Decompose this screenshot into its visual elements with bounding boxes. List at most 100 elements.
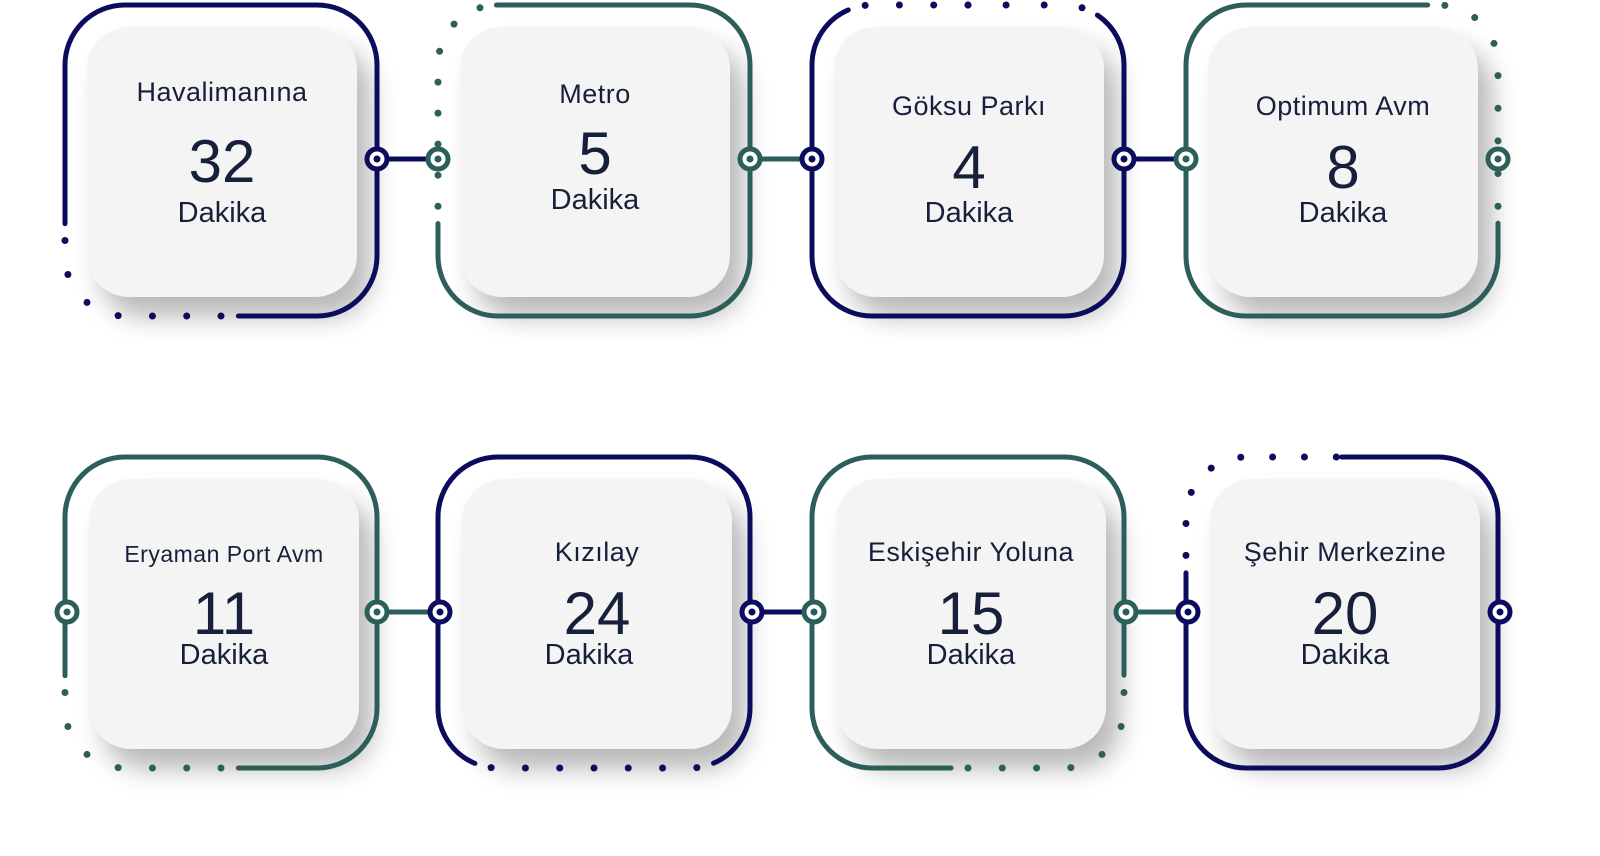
outline-dot <box>659 764 667 772</box>
outline-dot <box>61 237 69 245</box>
connector-node-center <box>373 608 381 616</box>
outline-dot <box>1441 1 1449 9</box>
outline-dot <box>114 764 122 772</box>
outline-dot <box>1494 202 1502 210</box>
outline-dot <box>83 298 91 306</box>
outline-dot <box>1269 453 1277 461</box>
connector-node-center <box>434 155 442 163</box>
connector-node-center <box>63 608 71 616</box>
connector-node-icon <box>1111 146 1137 172</box>
destination-minutes: 4 <box>952 134 986 201</box>
outline-dot <box>1098 750 1106 758</box>
outline-dot <box>114 312 122 320</box>
connector-node-center <box>748 608 756 616</box>
outline-dot <box>1040 1 1048 9</box>
outline-dot <box>148 312 156 320</box>
connector-node-center <box>1494 155 1502 163</box>
connector-node-center <box>1122 608 1130 616</box>
outline-dot <box>998 764 1006 772</box>
outline-dot <box>450 20 458 28</box>
outline-dot <box>1002 1 1010 9</box>
destination-unit: Dakika <box>1300 639 1390 671</box>
connector-node-center <box>746 155 754 163</box>
destination-unit: Dakika <box>544 639 634 671</box>
connector-node-icon <box>364 599 390 625</box>
outline-dot <box>436 47 444 55</box>
outline-dot <box>964 1 972 9</box>
outline-dot <box>1494 137 1502 145</box>
outline-dot <box>434 78 442 86</box>
connector-node-icon <box>801 599 827 625</box>
connector-node-icon <box>427 599 453 625</box>
outline-dot <box>434 109 442 117</box>
connector-node-center <box>1184 608 1192 616</box>
destination-card-goksu-parki: Göksu Parkı 4 Dakika <box>834 27 1104 297</box>
outline-dot <box>434 202 442 210</box>
destination-card-eryaman-port-avm: Eryaman Port Avm 11 Dakika <box>89 479 359 749</box>
destination-card-sehir-merkezine: Şehir Merkezine 20 Dakika <box>1210 479 1480 749</box>
outline-dot <box>1120 689 1128 697</box>
outline-dot <box>83 750 91 758</box>
outline-dot <box>861 1 869 9</box>
connector-node-icon <box>1113 599 1139 625</box>
outline-dot <box>521 764 529 772</box>
outline-dot <box>1187 488 1195 496</box>
outline-dot <box>895 1 903 9</box>
outline-dot <box>61 689 69 697</box>
connector-node-center <box>810 608 818 616</box>
destination-unit: Dakika <box>550 184 640 216</box>
outline-dot <box>1237 453 1245 461</box>
outline-dot <box>434 140 442 148</box>
destination-unit: Dakika <box>177 197 267 229</box>
destination-title: Optimum Avm <box>1255 91 1431 121</box>
outline-dot <box>1182 520 1190 528</box>
destination-minutes: 24 <box>563 580 631 647</box>
destination-card-metro: Metro 5 Dakika <box>460 27 730 297</box>
outline-dot <box>64 723 72 731</box>
outline-dot <box>1494 104 1502 112</box>
destination-unit: Dakika <box>926 639 1016 671</box>
connector-node-center <box>436 608 444 616</box>
outline-dot <box>217 312 225 320</box>
destination-minutes: 32 <box>188 128 256 195</box>
outline-dot <box>1117 723 1125 731</box>
connector-node-icon <box>1485 146 1511 172</box>
outline-dot <box>964 764 972 772</box>
outline-dot <box>476 4 484 12</box>
outline-dot <box>1078 4 1086 12</box>
outline-dot <box>1471 14 1479 22</box>
destination-unit: Dakika <box>179 639 269 671</box>
outline-dot <box>1207 464 1215 472</box>
destination-minutes: 8 <box>1326 134 1360 201</box>
destination-minutes: 20 <box>1311 580 1379 647</box>
outline-dot <box>487 764 495 772</box>
destination-title: Havalimanına <box>136 77 308 107</box>
destination-minutes: 5 <box>578 120 612 187</box>
connector-node-center <box>808 155 816 163</box>
outline-dot <box>183 764 191 772</box>
destination-card-optimum-avm: Optimum Avm 8 Dakika <box>1208 27 1478 297</box>
outline-dot <box>930 1 938 9</box>
outline-dot <box>624 764 632 772</box>
destination-unit: Dakika <box>1298 197 1388 229</box>
outline-dot <box>1332 453 1340 461</box>
outline-dot <box>183 312 191 320</box>
outline-dot <box>1067 764 1075 772</box>
connector-node-center <box>1496 608 1504 616</box>
outline-dot <box>556 764 564 772</box>
outline-dot <box>1494 72 1502 80</box>
outline-dot <box>964 1 972 9</box>
outline-dot <box>64 271 72 279</box>
outline-dot <box>148 764 156 772</box>
outline-dot <box>1182 551 1190 559</box>
connector-node-icon <box>1487 599 1513 625</box>
destination-unit: Dakika <box>924 197 1014 229</box>
connector-node-center <box>1120 155 1128 163</box>
outline-dot <box>1300 453 1308 461</box>
outline-dot <box>693 764 701 772</box>
connector-node-icon <box>364 146 390 172</box>
connector-node-icon <box>54 599 80 625</box>
destination-card-havalimanina: Havalimanına 32 Dakika <box>87 27 357 297</box>
connector-node-center <box>1182 155 1190 163</box>
connector-node-icon <box>425 146 451 172</box>
